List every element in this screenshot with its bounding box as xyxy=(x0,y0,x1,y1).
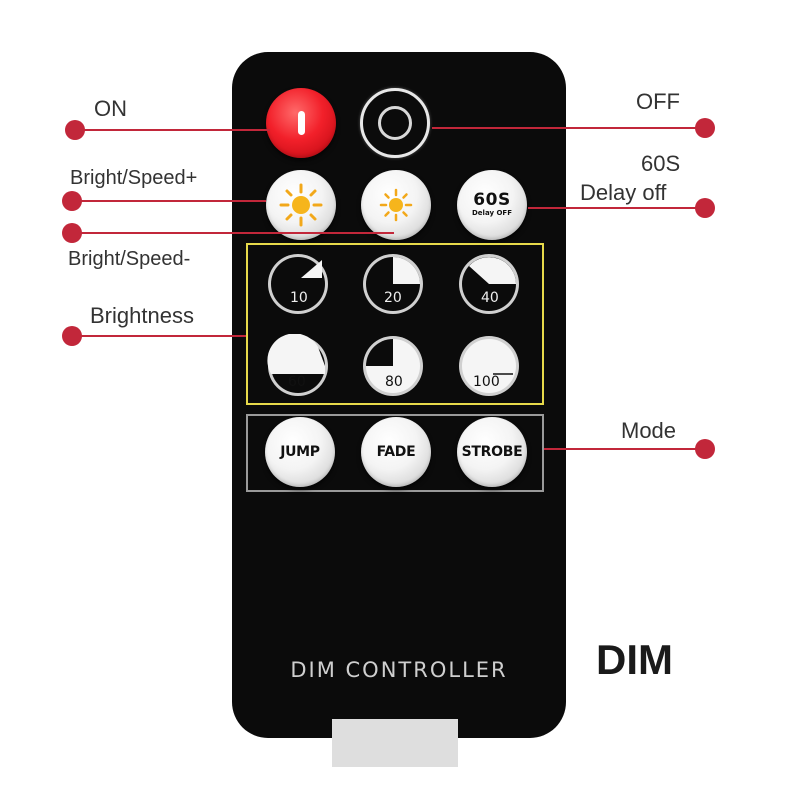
brightness-80-icon xyxy=(363,336,423,396)
brightness-10-button[interactable]: 10 xyxy=(266,252,330,316)
off-button[interactable] xyxy=(360,88,430,158)
dot-delay xyxy=(695,198,715,218)
callout-off: OFF xyxy=(636,89,680,114)
fade-label: FADE xyxy=(376,444,416,460)
brightness-60-label: 60 xyxy=(288,374,306,390)
brightness-60-icon xyxy=(267,333,328,396)
strobe-button[interactable]: STROBE xyxy=(457,417,527,487)
brightness-60-button[interactable]: 60 xyxy=(266,333,330,398)
strobe-label: STROBE xyxy=(461,444,523,460)
delay-off-button[interactable]: 60S Delay OFF xyxy=(457,170,527,240)
callout-mode: Mode xyxy=(621,418,677,443)
brightness-100-icon xyxy=(459,336,519,396)
brightness-80-button[interactable]: 80 xyxy=(361,334,425,398)
dot-off xyxy=(695,118,715,138)
brightness-20-label: 20 xyxy=(384,290,402,306)
fade-button[interactable]: FADE xyxy=(361,417,431,487)
dot-on xyxy=(65,120,85,140)
jump-label: JUMP xyxy=(280,444,320,460)
power-off-icon xyxy=(378,106,412,140)
callout-on: ON xyxy=(94,96,127,121)
remote-bottom-tab xyxy=(332,719,458,767)
dot-brightness xyxy=(62,326,82,346)
brightness-10-label: 10 xyxy=(290,290,308,306)
dot-mode xyxy=(695,439,715,459)
brightness-group-frame xyxy=(246,243,544,405)
callout-bright-minus: Bright/Speed- xyxy=(68,248,191,270)
dot-bright-plus xyxy=(62,191,82,211)
brand-text: DIM CONTROLLER xyxy=(290,658,508,682)
power-on-icon xyxy=(297,111,305,135)
brightness-40-label: 40 xyxy=(481,290,499,306)
callout-delay-line1: 60S xyxy=(641,151,681,176)
on-button[interactable] xyxy=(266,88,336,158)
brightness-40-icon xyxy=(459,254,519,314)
callout-delay-line2: Delay off xyxy=(580,180,667,205)
dim-title: DIM xyxy=(596,636,673,683)
bright-speed-plus-button[interactable] xyxy=(266,170,336,240)
bright-speed-minus-button[interactable] xyxy=(361,170,431,240)
brightness-20-button[interactable]: 20 xyxy=(361,252,425,316)
sun-large-icon xyxy=(279,183,323,227)
sun-small-icon xyxy=(379,188,413,222)
brightness-20-icon xyxy=(363,254,423,314)
delay-off-main-label: 60S xyxy=(473,190,511,210)
brightness-40-button[interactable]: 40 xyxy=(457,252,521,316)
callout-brightness: Brightness xyxy=(90,303,194,328)
delay-off-sub-label: Delay OFF xyxy=(472,209,512,217)
brightness-80-label: 80 xyxy=(385,374,403,390)
dot-bright-minus xyxy=(62,223,82,243)
brightness-10-icon xyxy=(268,254,328,314)
mode-group-frame xyxy=(246,414,544,492)
callout-bright-plus: Bright/Speed+ xyxy=(70,167,198,189)
jump-button[interactable]: JUMP xyxy=(265,417,335,487)
brightness-100-button[interactable]: 100 xyxy=(457,334,521,398)
brightness-100-label: 100 xyxy=(473,374,500,390)
